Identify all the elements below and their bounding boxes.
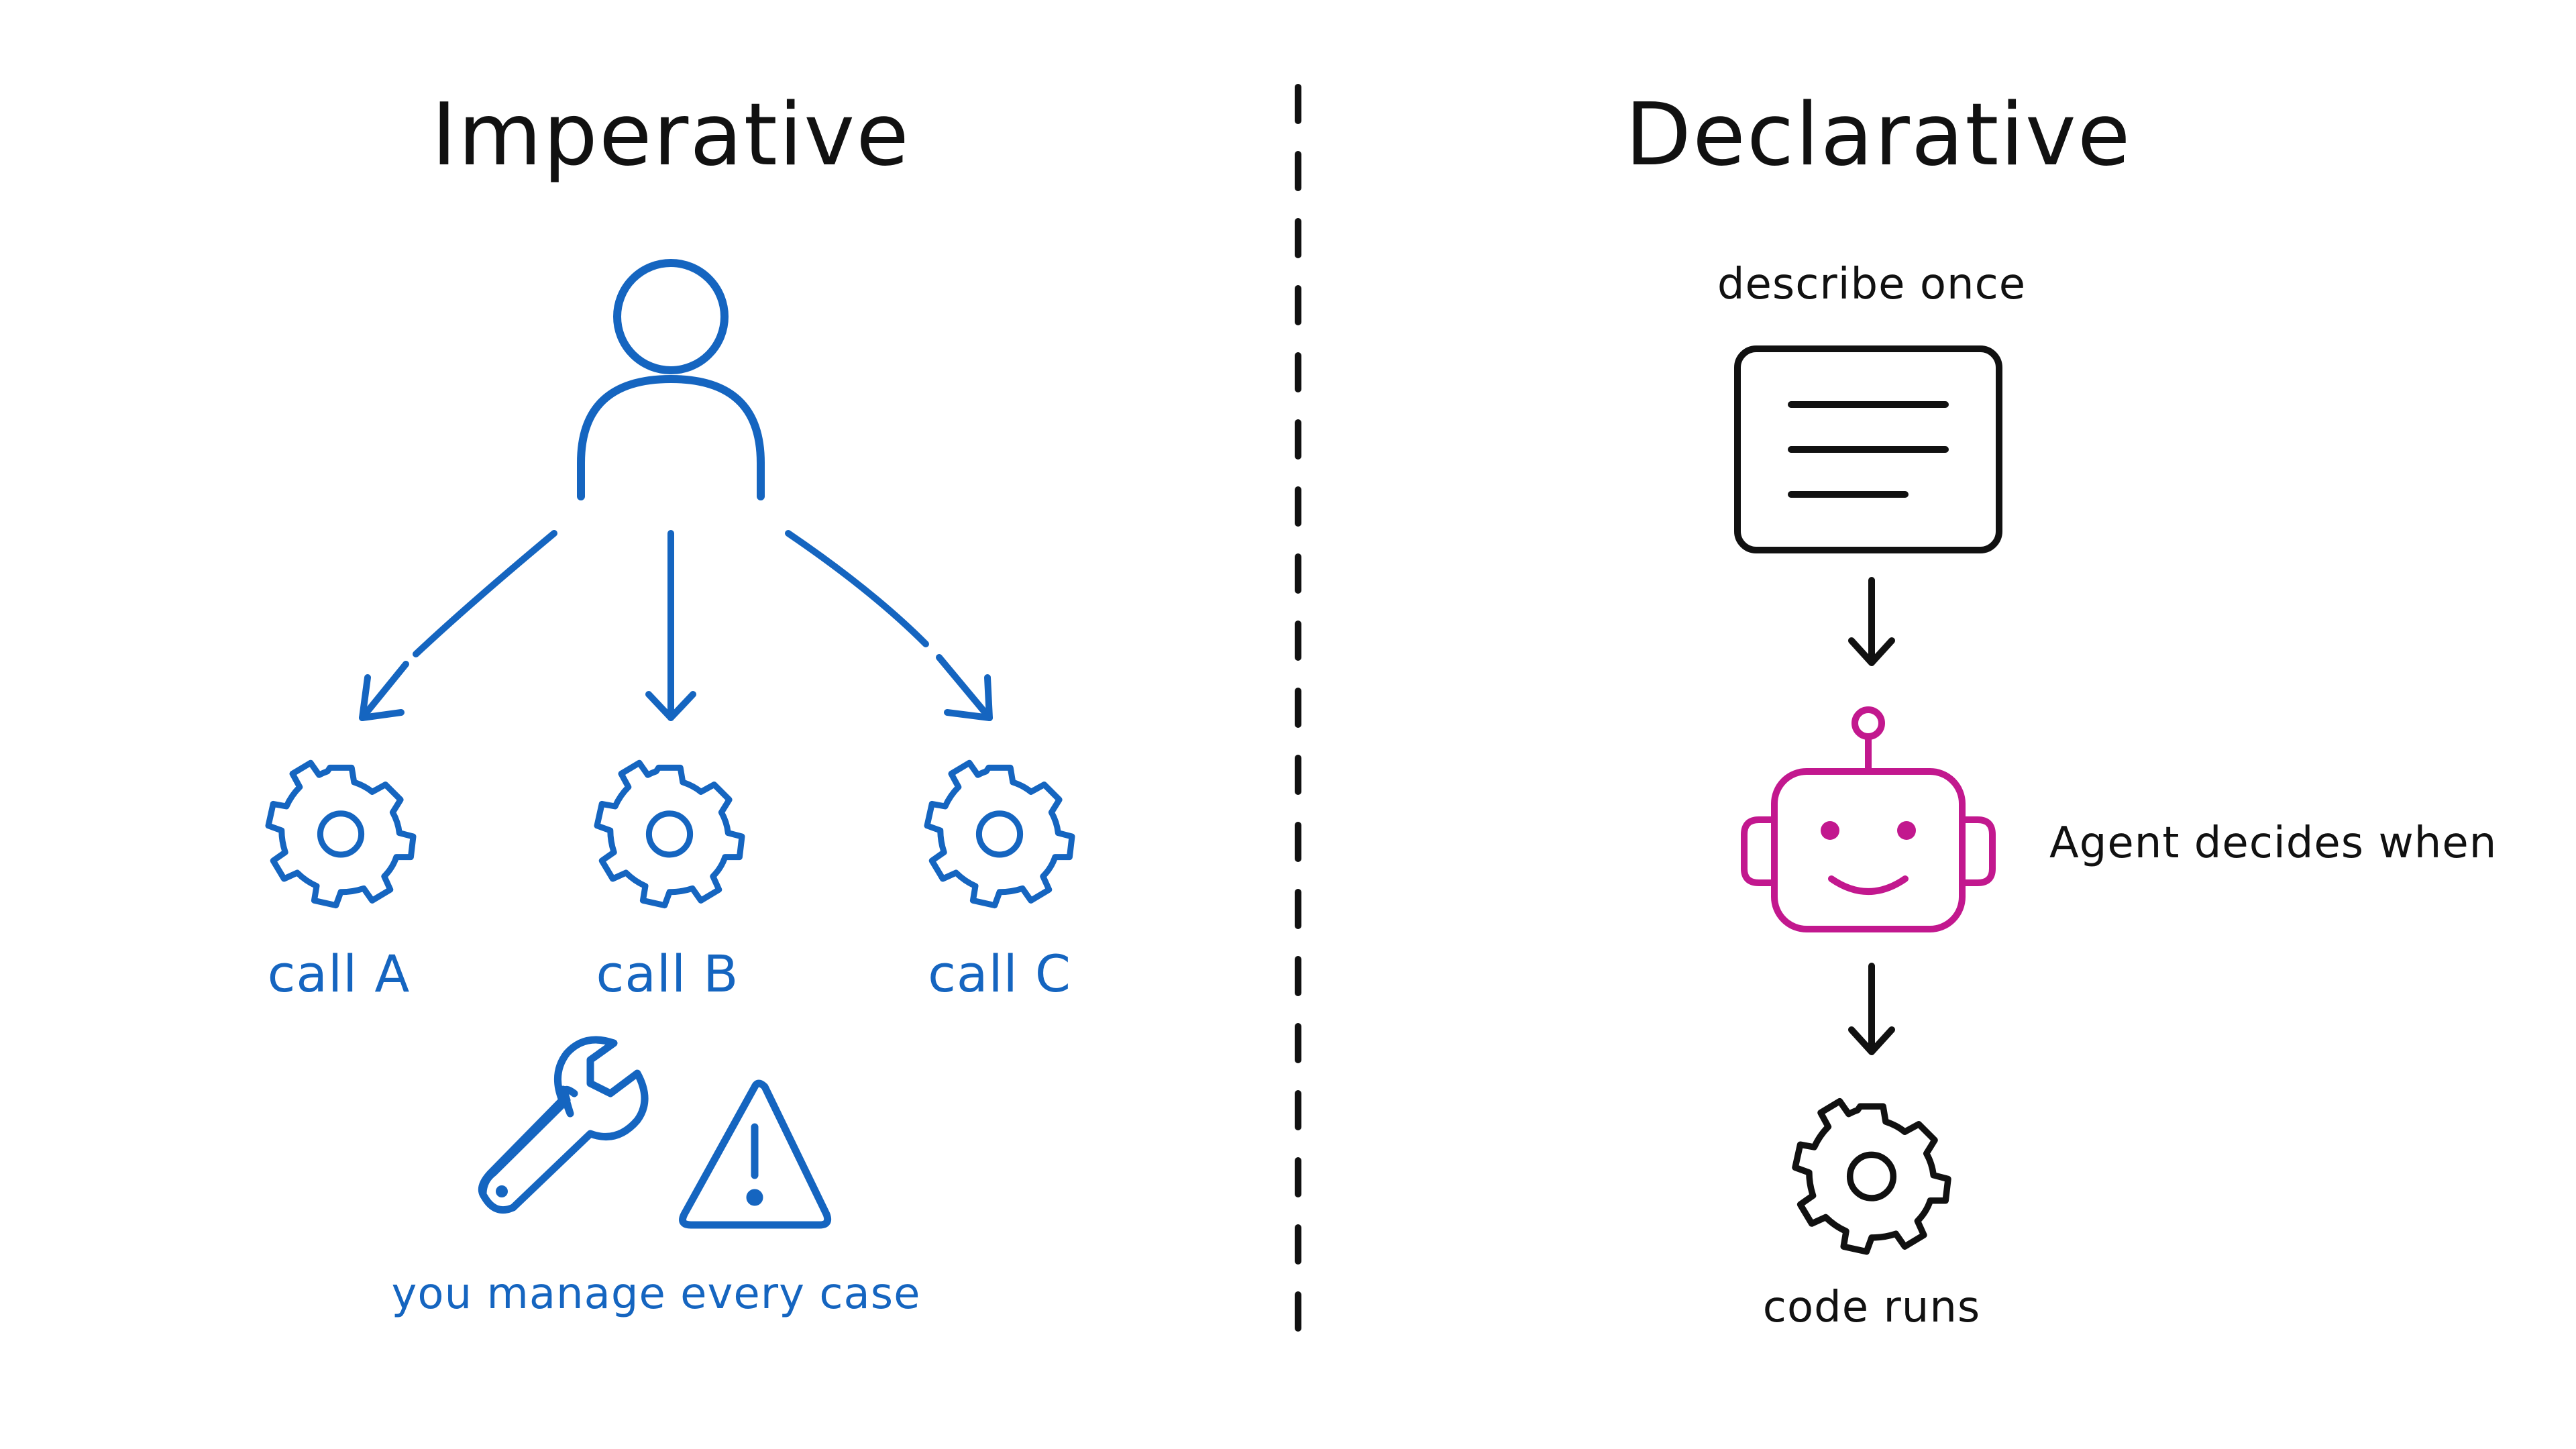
call-c-label: call C: [928, 944, 1071, 1004]
gear-icon-code-runs: [1795, 1102, 1948, 1252]
imperative-title: Imperative: [431, 85, 910, 185]
declarative-title: Declarative: [1625, 85, 2132, 185]
person-icon: [577, 259, 765, 500]
gear-icon-call-c: [927, 763, 1072, 905]
agent-decides-label: Agent decides when: [2049, 818, 2497, 868]
wrench-icon: [478, 1036, 649, 1214]
arrow-to-call-b: [645, 530, 696, 721]
arrow-to-agent: [1848, 577, 1895, 666]
document-icon: [1734, 345, 2002, 553]
imperative-footer-text: you manage every case: [392, 1269, 921, 1319]
gear-icon-call-b: [597, 763, 742, 905]
robot-icon: [1741, 706, 1996, 932]
code-runs-label: code runs: [1763, 1283, 1980, 1332]
arrow-to-call-c: [785, 530, 993, 721]
gear-icon-call-a: [268, 763, 413, 905]
arrow-to-call-a: [359, 530, 557, 721]
warning-icon: [679, 1079, 832, 1229]
call-a-label: call A: [268, 944, 411, 1004]
arrow-to-code: [1848, 963, 1895, 1055]
describe-once-label: describe once: [1717, 260, 2026, 309]
call-b-label: call B: [596, 944, 739, 1004]
